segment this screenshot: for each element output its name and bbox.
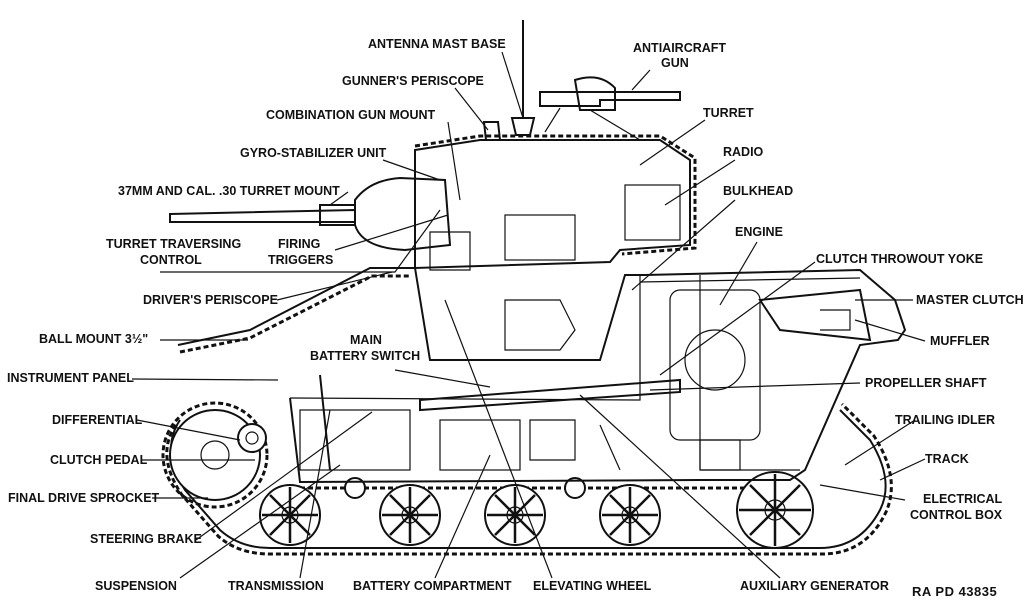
label-muffler: MUFFLER: [930, 334, 990, 348]
label-track: TRACK: [925, 452, 969, 466]
label-firing-triggers-line1: FIRING: [278, 237, 320, 251]
label-instrument-panel: INSTRUMENT PANEL: [7, 371, 134, 385]
road-wheels: [259, 471, 814, 549]
label-main-battery-switch-line1: MAIN: [350, 333, 382, 347]
seat: [504, 299, 576, 351]
periscope-drawing: [482, 121, 502, 141]
label-electrical-control-box-line2: CONTROL BOX: [910, 508, 1003, 522]
antenna-mast: [510, 20, 536, 136]
hull: [177, 267, 907, 484]
label-antiaircraft-gun-line2: GUN: [661, 56, 689, 70]
label-auxiliary-generator: AUXILIARY GENERATOR: [740, 579, 889, 593]
label-clutch-throwout-yoke: CLUTCH THROWOUT YOKE: [816, 252, 983, 266]
label-firing-triggers-line2: TRIGGERS: [268, 253, 333, 267]
main-gun: [169, 176, 452, 252]
figure-code: RA PD 43835: [912, 584, 997, 599]
tank-illustration: [161, 20, 907, 556]
labels: ANTENNA MAST BASE ANTIAIRCRAFT GUN GUNNE…: [7, 37, 1024, 599]
label-final-drive-sprocket: FINAL DRIVE SPROCKET: [8, 491, 160, 505]
label-gyro-stabilizer-unit: GYRO-STABILIZER UNIT: [240, 146, 387, 160]
label-turret-traversing-control-line1: TURRET TRAVERSING: [106, 237, 241, 251]
drive-train: [299, 374, 681, 471]
label-main-battery-switch-line2: BATTERY SWITCH: [310, 349, 420, 363]
label-trailing-idler: TRAILING IDLER: [895, 413, 995, 427]
label-gunners-periscope: GUNNER'S PERISCOPE: [342, 74, 484, 88]
leader-lines: [131, 51, 926, 579]
label-master-clutch: MASTER CLUTCH: [916, 293, 1024, 307]
label-drivers-periscope: DRIVER'S PERISCOPE: [143, 293, 278, 307]
label-elevating-wheel: ELEVATING WHEEL: [533, 579, 652, 593]
label-bulkhead: BULKHEAD: [723, 184, 793, 198]
label-radio: RADIO: [723, 145, 764, 159]
label-antenna-mast-base: ANTENNA MAST BASE: [368, 37, 506, 51]
antiaircraft-gun-drawing: [539, 76, 681, 141]
engine-block: [669, 288, 872, 471]
label-turret-traversing-control-line2: CONTROL: [140, 253, 202, 267]
label-turret: TURRET: [703, 106, 754, 120]
label-transmission: TRANSMISSION: [228, 579, 324, 593]
label-ball-mount: BALL MOUNT 3½": [39, 332, 148, 346]
label-electrical-control-box-line1: ELECTRICAL: [923, 492, 1003, 506]
label-engine: ENGINE: [735, 225, 783, 239]
turret: [414, 134, 697, 271]
label-combination-gun-mount: COMBINATION GUN MOUNT: [266, 108, 436, 122]
label-antiaircraft-gun-line1: ANTIAIRCRAFT: [633, 41, 726, 55]
label-steering-brake: STEERING BRAKE: [90, 532, 202, 546]
final-drive-sprocket: [161, 401, 269, 509]
label-propeller-shaft: PROPELLER SHAFT: [865, 376, 987, 390]
label-differential: DIFFERENTIAL: [52, 413, 143, 427]
label-clutch-pedal: CLUTCH PEDAL: [50, 453, 148, 467]
label-turret-mount: 37MM AND CAL. .30 TURRET MOUNT: [118, 184, 340, 198]
label-battery-compartment: BATTERY COMPARTMENT: [353, 579, 512, 593]
label-suspension: SUSPENSION: [95, 579, 177, 593]
